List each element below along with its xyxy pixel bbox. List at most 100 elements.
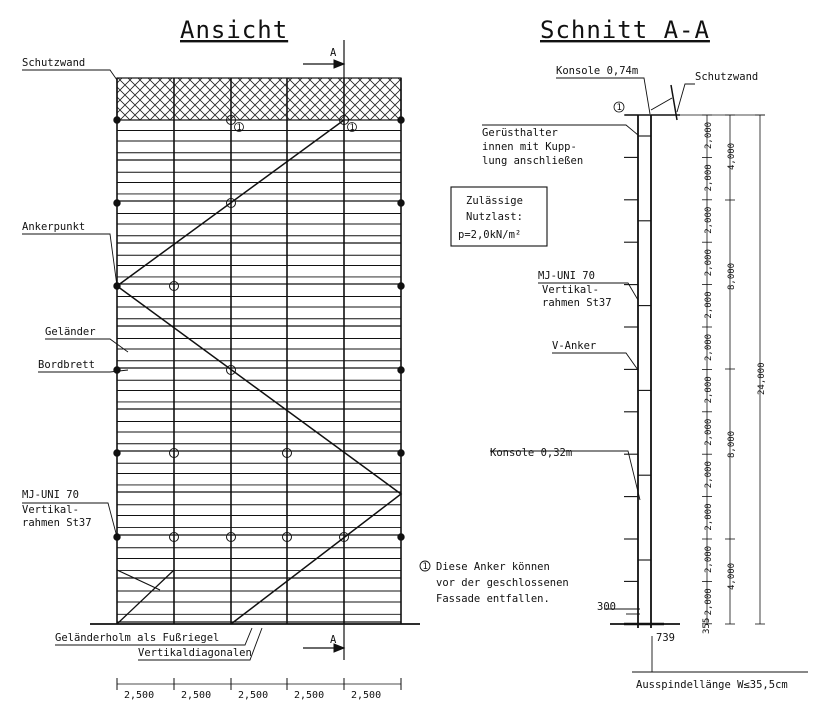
- anchor-ring: [226, 198, 236, 208]
- elevation-view: [22, 40, 420, 690]
- section-leaders: [482, 77, 808, 673]
- load-line-3: p=2,0kN/m²: [458, 229, 521, 241]
- bay-width-4: 2,500: [294, 690, 324, 701]
- bay-width-3: 2,500: [238, 690, 268, 701]
- elevation-leaders: [22, 69, 263, 661]
- anchor-point: [397, 366, 405, 374]
- bay-width-5: 2,500: [351, 690, 381, 701]
- arrow-head-bottom: [333, 643, 346, 653]
- section-view: [450, 77, 808, 673]
- level-dim-label: 2,000: [704, 419, 714, 446]
- level-dim-label: 2,000: [704, 461, 714, 488]
- diagonals-label: Vertikaldiagonalen: [138, 647, 252, 659]
- group-dim-1: 4,000: [727, 143, 737, 170]
- bottom-diagonal-left: [116, 569, 175, 625]
- bordbrett-label: Bordbrett: [38, 359, 95, 371]
- group-dim-2: 8,000: [727, 263, 737, 290]
- dim-739-label: 739: [656, 632, 675, 644]
- note-line-1: Diese Anker können: [436, 561, 550, 573]
- arrow-head-top: [333, 59, 346, 69]
- group-dim-3: 8,000: [727, 431, 737, 458]
- anchor-point: [397, 116, 405, 124]
- schutzwand-section-label: Schutzwand: [695, 71, 758, 83]
- total-dim: 24,000: [757, 362, 767, 395]
- level-dim-label: 2,000: [704, 504, 714, 531]
- anchor-point: [113, 449, 121, 457]
- protective-wall-post: [670, 84, 678, 121]
- bay-dimension-ticks: [116, 678, 402, 690]
- console-top-label: Konsole 0,74m: [556, 65, 638, 77]
- gelaender-label: Geländer: [45, 326, 96, 338]
- anchor-point: [397, 282, 405, 290]
- spindle-label: Ausspindellänge W≤35,5cm: [636, 679, 788, 691]
- anchor-ring: [226, 532, 236, 542]
- load-line-1: Zulässige: [466, 195, 523, 207]
- section-marker-top-label: A: [330, 47, 337, 59]
- anchor-ring: [226, 365, 236, 375]
- level-dim-label: 2,000: [704, 334, 714, 361]
- level-dim-label: 2,000: [704, 207, 714, 234]
- bay-width-2: 2,500: [181, 690, 211, 701]
- protective-wall-hatch: [116, 77, 402, 121]
- section-anchor-number: 1: [617, 103, 622, 113]
- section-frame-type: MJ-UNI 70: [538, 270, 595, 282]
- section-title: Schnitt A-A: [540, 16, 710, 44]
- section-frame-desc-1: Vertikal-: [542, 284, 599, 296]
- level-dim-label: 2,000: [704, 249, 714, 276]
- section-anchor-marker: 1: [613, 101, 625, 113]
- anchor-ring: [169, 532, 179, 542]
- section-frame-desc-2: rahmen St37: [542, 297, 612, 309]
- anchor-marker-1: 1: [237, 123, 242, 133]
- level-dimension-texts: 2,000 2,000 2,000 2,000 2,000 2,000 2,000 2,000…: [704, 122, 714, 615]
- anchor-ring: [339, 115, 349, 125]
- section-marker-bottom-label: A: [330, 634, 337, 646]
- frame-desc-line-2: rahmen St37: [22, 517, 92, 529]
- level-dim-label: 2,000: [704, 588, 714, 615]
- anchor-note: 1 Diese Anker können vor der geschlossen…: [419, 560, 569, 605]
- group-dim-4: 4,000: [727, 563, 737, 590]
- anchor-ring: [226, 115, 236, 125]
- anchor-points: [113, 115, 405, 542]
- level-dim-label: 2,000: [704, 164, 714, 191]
- bay-width-1: 2,500: [124, 690, 154, 701]
- anchor-point: [113, 116, 121, 124]
- note-line-3: Fassade entfallen.: [436, 593, 550, 605]
- load-box: [450, 186, 548, 247]
- console-low-label: Konsole 0,32m: [490, 447, 572, 459]
- anchor-point: [113, 199, 121, 207]
- holder-line-3: lung anschließen: [482, 155, 583, 167]
- anchor-point: [397, 199, 405, 207]
- anchor-ring: [169, 448, 179, 458]
- note-marker: 1: [423, 562, 428, 572]
- footrail-label: Geländerholm als Fußriegel: [55, 632, 219, 644]
- v-anker-label: V-Anker: [552, 340, 596, 352]
- dim-300-label: 300: [597, 601, 616, 613]
- dim-355-label: 355: [702, 618, 712, 634]
- view-title: Ansicht: [180, 16, 288, 44]
- ankerpunkt-label: Ankerpunkt: [22, 221, 85, 233]
- anchor-ring: [169, 281, 179, 291]
- holder-line-2: innen mit Kupp-: [482, 141, 577, 153]
- anchor-ring: [282, 532, 292, 542]
- diagonal-bracing: [115, 119, 403, 625]
- level-dim-label: 2,000: [704, 292, 714, 319]
- load-line-2: Nutzlast:: [466, 211, 523, 223]
- anchor-point: [113, 366, 121, 374]
- holder-line-1: Gerüsthalter: [482, 127, 558, 139]
- protective-wall-brace: [650, 97, 673, 111]
- level-dim-label: 2,000: [704, 546, 714, 573]
- bottom-diagonal-brace: [116, 569, 161, 591]
- frame-type-label: MJ-UNI 70: [22, 489, 79, 501]
- anchor-marker-2: 1: [350, 123, 355, 133]
- frame-desc-line-1: Vertikal-: [22, 504, 79, 516]
- anchor-ring: [339, 532, 349, 542]
- guard-rails: [117, 130, 401, 623]
- anchor-point: [397, 449, 405, 457]
- note-line-2: vor der geschlossenen: [436, 577, 569, 589]
- level-dim-label: 2,000: [704, 376, 714, 403]
- anchor-point: [397, 533, 405, 541]
- anchor-note-markers: 1 1: [234, 122, 357, 133]
- level-dim-label: 2,000: [704, 122, 714, 149]
- anchor-ring: [282, 448, 292, 458]
